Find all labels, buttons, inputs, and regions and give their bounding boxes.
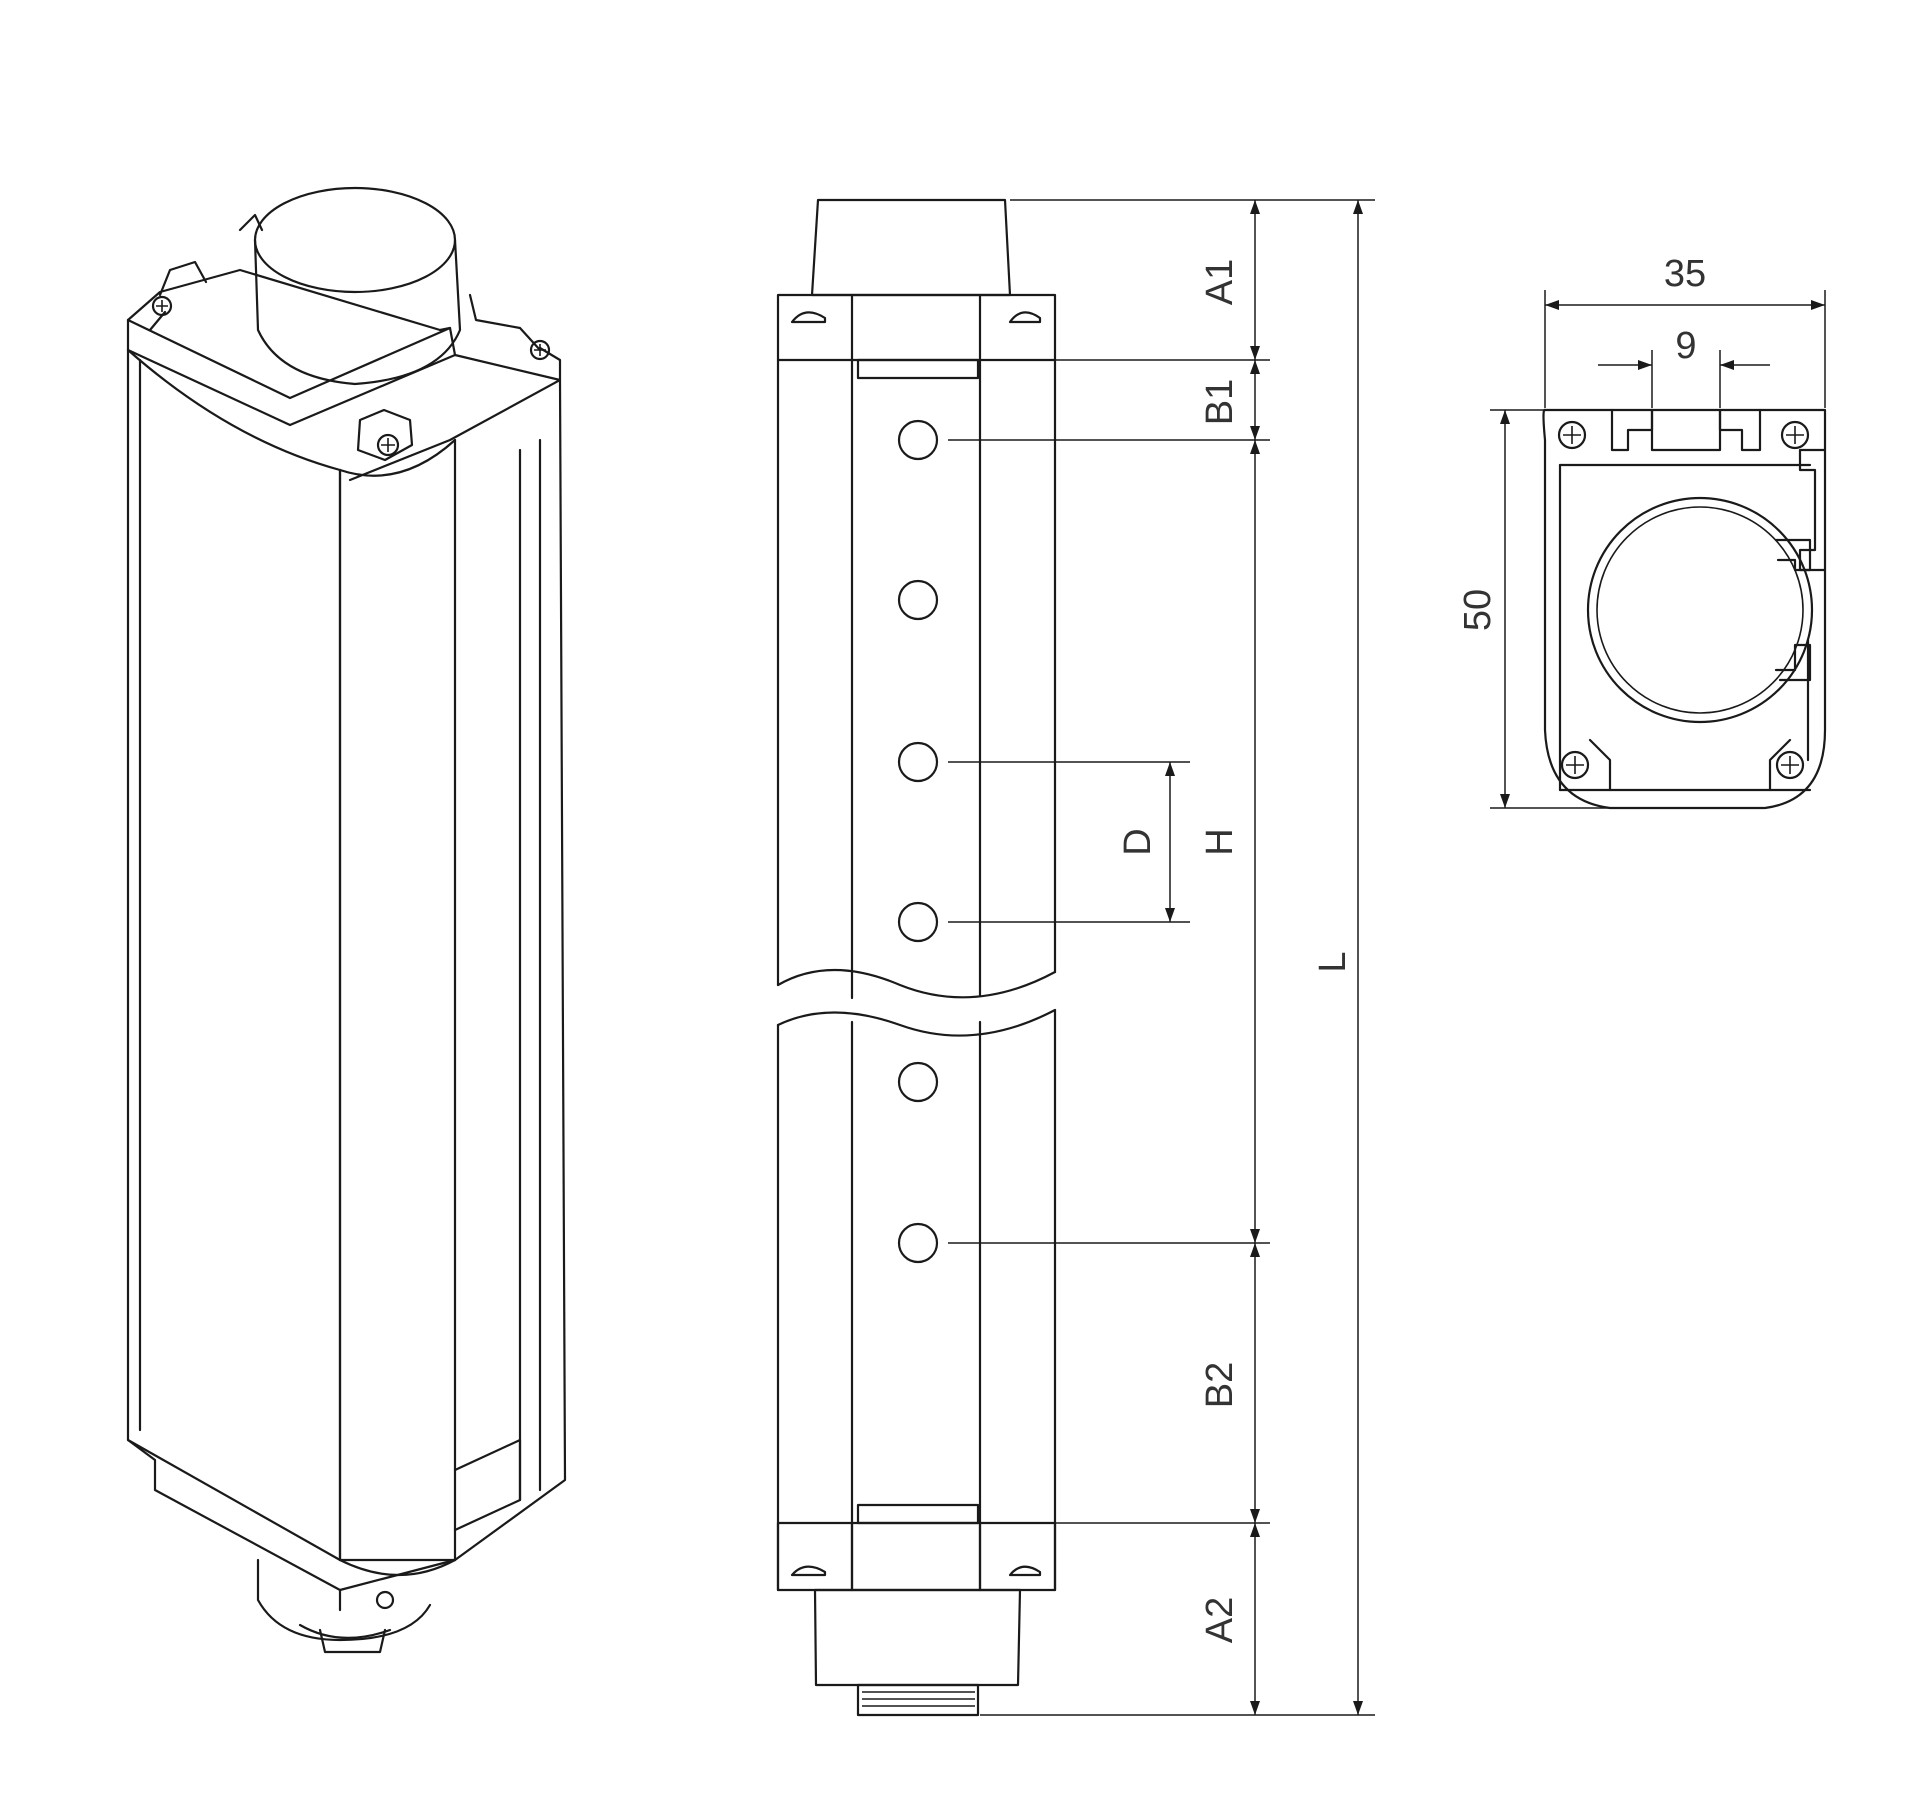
- front-view-dimensions: A1 B1 H D L B2 A2: [948, 199, 1375, 1716]
- dim-label-a2: A2: [1199, 1597, 1241, 1643]
- dim-label-50: 50: [1457, 589, 1499, 631]
- beam-hole: [897, 419, 939, 461]
- dim-label-h: H: [1199, 828, 1241, 855]
- top-view: [1542, 408, 1827, 810]
- dim-label-l: L: [1312, 951, 1354, 972]
- front-view: [776, 198, 1057, 1717]
- beam-hole: [897, 1061, 939, 1103]
- isometric-view: [126, 186, 567, 1654]
- dim-label-b2: B2: [1199, 1362, 1241, 1408]
- dim-label-a1: A1: [1199, 259, 1241, 305]
- dim-label-9: 9: [1675, 325, 1696, 367]
- top-view-dimensions: 35 9 50: [1457, 253, 1826, 809]
- beam-hole: [897, 901, 939, 943]
- dim-label-35: 35: [1664, 253, 1706, 295]
- dim-label-d: D: [1117, 828, 1159, 855]
- beam-hole: [897, 579, 939, 621]
- beam-hole: [897, 1222, 939, 1264]
- dim-label-b1: B1: [1199, 379, 1241, 425]
- beam-hole: [897, 741, 939, 783]
